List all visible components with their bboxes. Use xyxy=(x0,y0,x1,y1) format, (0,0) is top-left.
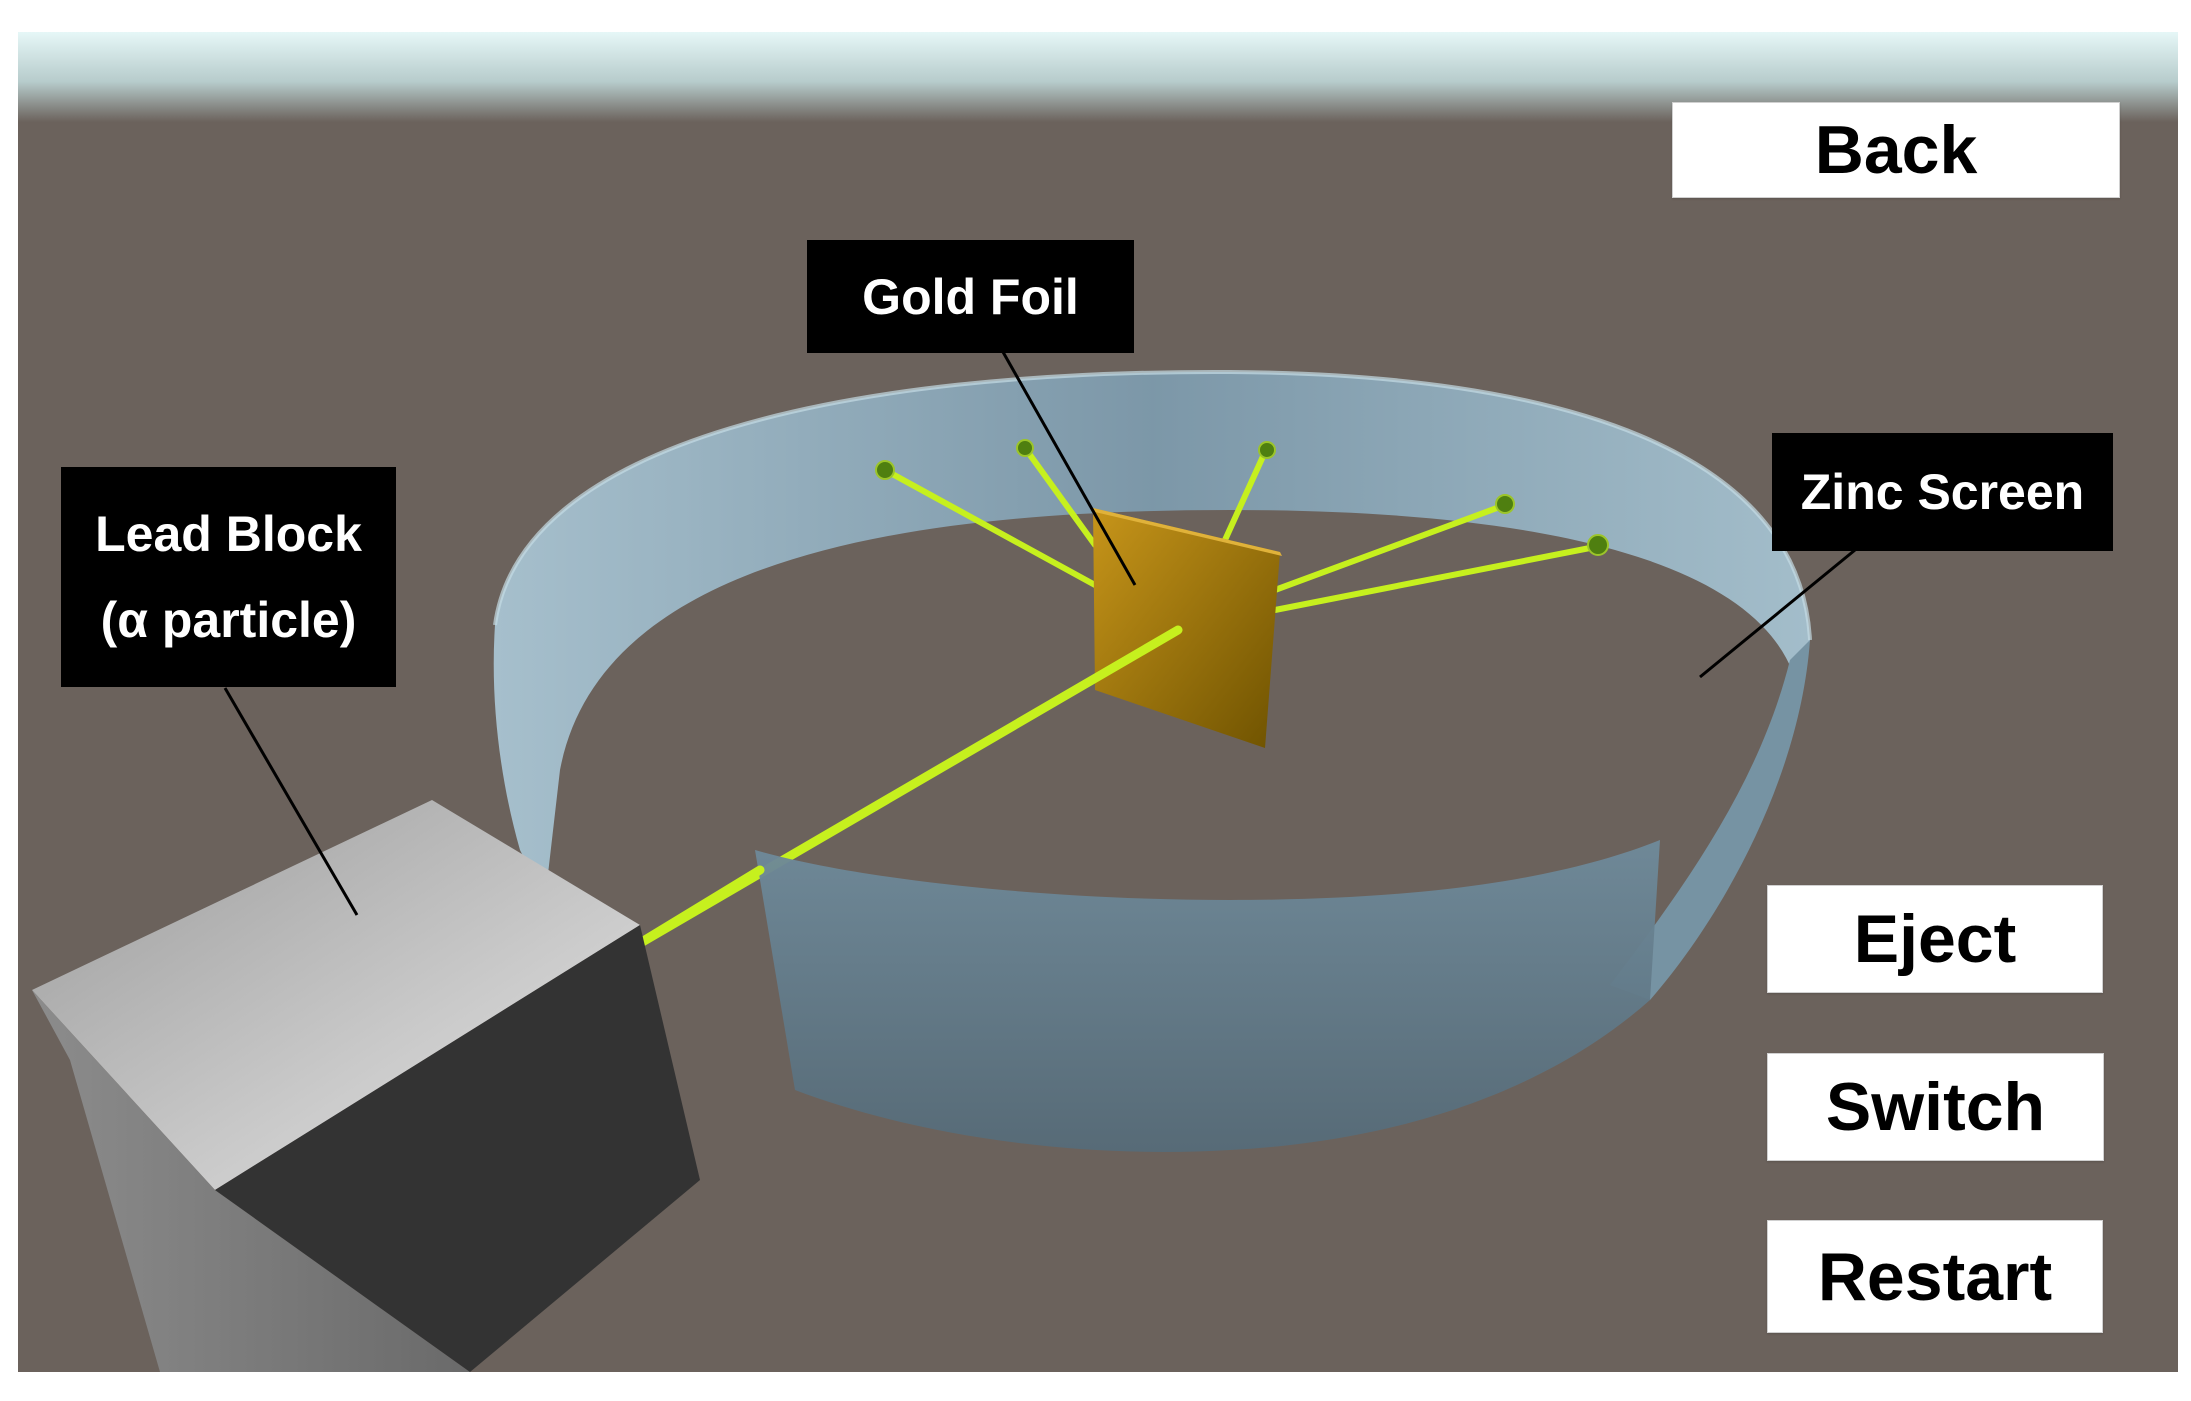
beam-scatter xyxy=(882,467,1098,588)
back-button[interactable]: Back xyxy=(1672,102,2120,198)
gold-foil-label: Gold Foil xyxy=(807,240,1134,353)
lead-block-cube xyxy=(32,800,700,1372)
gold-foil-label-text: Gold Foil xyxy=(862,268,1079,325)
lead-block-label-line2: (α particle) xyxy=(100,592,357,648)
callout-leaders xyxy=(223,351,1856,916)
leader-zinc-screen xyxy=(1699,548,1856,679)
gold-foil-face xyxy=(1093,508,1280,748)
switch-button[interactable]: Switch xyxy=(1767,1053,2104,1161)
eject-button-label: Eject xyxy=(1853,901,2017,977)
hit-point xyxy=(1495,494,1515,514)
ring-back-top-highlight xyxy=(493,369,1812,641)
hit-point xyxy=(1016,439,1034,457)
cube-left-face xyxy=(32,990,470,1372)
beam-scatter xyxy=(1272,544,1598,613)
gold-foil-edge xyxy=(1093,508,1282,556)
ring-back-wall xyxy=(493,371,1810,900)
scatter-hit-points xyxy=(875,439,1609,556)
cube-front-face xyxy=(215,925,700,1372)
hit-point xyxy=(875,460,895,480)
restart-button-label: Restart xyxy=(1817,1238,2053,1315)
leader-gold-foil xyxy=(1001,351,1137,586)
beam-scatter xyxy=(1022,445,1098,548)
beam-scatter xyxy=(1222,449,1268,543)
zinc-screen-label-text: Zinc Screen xyxy=(1800,464,2085,520)
beam-scatter xyxy=(1272,502,1508,593)
eject-button[interactable]: Eject xyxy=(1767,885,2103,993)
gold-foil xyxy=(1093,508,1282,748)
switch-button-label: Switch xyxy=(1825,1069,2046,1145)
leader-lead-block xyxy=(223,687,359,916)
cube-top-face xyxy=(32,800,640,1190)
scatter-beams xyxy=(882,445,1598,613)
hit-point xyxy=(1258,441,1276,459)
back-button-label: Back xyxy=(1814,112,1978,188)
zinc-screen-label: Zinc Screen xyxy=(1772,433,2113,551)
lead-block-label: Lead Block (α particle) xyxy=(61,467,396,687)
restart-button[interactable]: Restart xyxy=(1767,1220,2103,1333)
hit-point xyxy=(1587,534,1609,556)
incident-beam-gap xyxy=(640,865,765,945)
lead-block-label-line1: Lead Block xyxy=(95,506,362,562)
ring-front-wall xyxy=(755,840,1660,1152)
